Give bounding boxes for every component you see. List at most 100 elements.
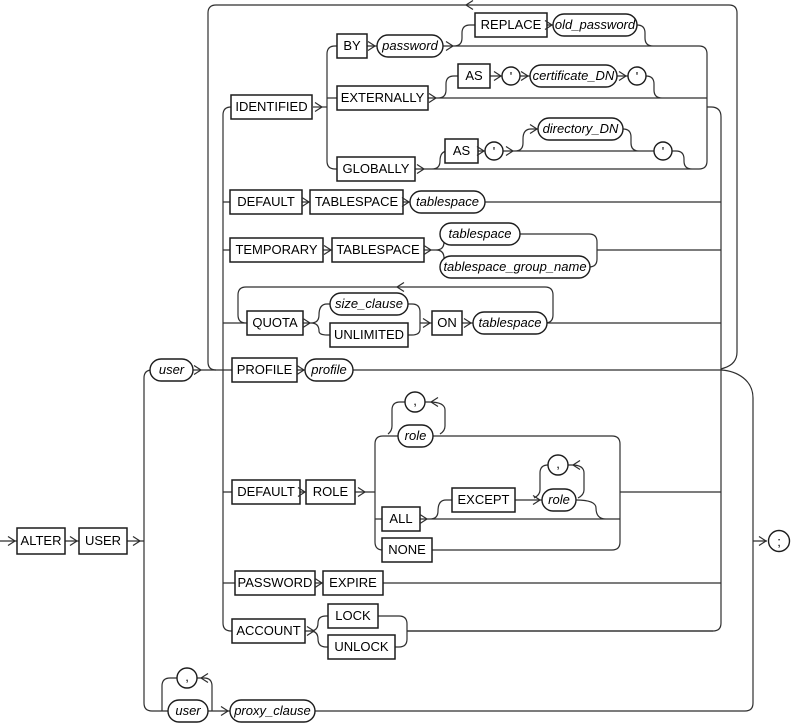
keyword-tablespace-default-box [309, 189, 404, 215]
keyword-lock-box [327, 603, 379, 629]
variable-size-clause: size_clause [329, 292, 409, 316]
keyword-password-box [234, 570, 316, 596]
keyword-except: EXCEPT [451, 487, 516, 513]
keyword-tablespace-default: TABLESPACE [309, 189, 404, 215]
variable-user-bottom-label: user [175, 703, 201, 718]
keyword-as-externally-box [457, 63, 491, 89]
variable-tablespace-group-name: tablespace_group_name [439, 255, 591, 279]
keyword-profile-box [231, 357, 298, 383]
arrow-left-icons [199, 0, 581, 684]
keyword-none-label: NONE [388, 542, 426, 557]
terminal-quote-externally-close-label: ' [636, 69, 638, 84]
keyword-quota: QUOTA [246, 310, 304, 336]
keyword-lock: LOCK [327, 603, 379, 629]
terminal-comma-user-loop-circle [176, 667, 198, 689]
keyword-none: NONE [381, 537, 433, 563]
keyword-role-box [305, 479, 356, 505]
exit-path [315, 369, 767, 712]
variable-tablespace-default: tablespace [409, 190, 486, 214]
arrow-right-icons [7, 19, 768, 717]
keyword-unlimited: UNLIMITED [329, 322, 409, 348]
keyword-externally-box [336, 85, 429, 111]
keyword-unlimited-label: UNLIMITED [334, 327, 404, 342]
keyword-user-label: USER [85, 533, 121, 548]
variable-tablespace-quota-label: tablespace [479, 315, 542, 330]
terminal-semicolon-circle [767, 529, 791, 553]
keyword-identified-label: IDENTIFIED [235, 99, 307, 114]
keyword-tablespace-default-label: TABLESPACE [315, 194, 399, 209]
variable-tablespace-group-name-label: tablespace_group_name [443, 259, 586, 274]
variable-profile: profile [304, 358, 354, 382]
terminal-comma-role-except-label: , [556, 456, 560, 471]
keyword-tablespace-temporary-label: TABLESPACE [336, 242, 420, 257]
keyword-by: BY [336, 33, 368, 59]
keyword-as-externally-label: AS [465, 68, 483, 83]
variable-directory-dn: directory_DN [537, 117, 624, 141]
keyword-tablespace-temporary-box [331, 237, 425, 263]
variable-tablespace-temporary: tablespace [439, 222, 521, 246]
variable-tablespace-quota: tablespace [472, 311, 548, 335]
nodes: ALTER USER IDENTIFIED BY REPLACE EXTERNA… [16, 12, 791, 723]
terminal-quote-externally-close-circle [627, 66, 647, 86]
keyword-except-box [451, 487, 516, 513]
keyword-on: ON [431, 310, 463, 336]
keyword-replace-box [474, 12, 548, 38]
identified-split-vertical [326, 45, 337, 170]
variable-role-except-label: role [548, 492, 570, 507]
bottom-user-loop [161, 677, 230, 712]
variable-role-except-oval [541, 488, 577, 512]
keyword-temporary-label: TEMPORARY [235, 242, 317, 257]
terminal-quote-externally-close: ' [627, 66, 647, 86]
by-row-lines [367, 24, 708, 170]
keyword-alter-box [16, 527, 66, 555]
terminal-comma-role-first-label: , [413, 393, 417, 408]
terminal-comma-role-except-circle [547, 454, 569, 476]
terminal-quote-globally-close-label: ' [662, 144, 664, 159]
terminal-semicolon: ; [767, 529, 791, 553]
variable-user-bottom: user [167, 699, 209, 723]
terminal-quote-globally-open-label: ' [493, 144, 495, 159]
variable-user-bottom-oval [167, 699, 209, 723]
keyword-on-label: ON [437, 315, 457, 330]
connector-lines [0, 4, 767, 712]
variable-proxy-clause: proxy_clause [229, 699, 316, 723]
variable-size-clause-label: size_clause [335, 296, 403, 311]
terminal-comma-role-first-circle [404, 391, 426, 413]
keyword-alter-label: ALTER [21, 533, 62, 548]
terminal-comma-role-except: , [547, 454, 569, 476]
role-comma-loops [387, 401, 585, 499]
keyword-default-tablespace-label: DEFAULT [237, 194, 295, 209]
variable-tablespace-default-label: tablespace [416, 194, 479, 209]
keyword-identified: IDENTIFIED [230, 94, 313, 120]
variable-user-top: user [149, 358, 194, 382]
terminal-quote-globally-open: ' [484, 141, 504, 161]
keyword-account-label: ACCOUNT [236, 623, 300, 638]
keyword-all-label: ALL [389, 511, 412, 526]
keyword-as-globally: AS [444, 138, 479, 164]
variable-old-password: old_password [552, 13, 638, 37]
keyword-except-label: EXCEPT [457, 492, 509, 507]
variable-tablespace-temporary-label: tablespace [449, 226, 512, 241]
variable-profile-label: profile [310, 362, 346, 377]
variable-tablespace-quota-oval [472, 311, 548, 335]
terminal-quote-globally-close-circle [653, 141, 673, 161]
keyword-quota-box [246, 310, 304, 336]
keyword-default-role: DEFAULT [231, 479, 301, 505]
keyword-by-label: BY [343, 38, 361, 53]
keyword-as-globally-box [444, 138, 479, 164]
keyword-role: ROLE [305, 479, 356, 505]
account-row-lines [305, 615, 713, 648]
keyword-unlock: UNLOCK [327, 634, 396, 660]
keyword-user: USER [78, 527, 128, 555]
keyword-default-role-label: DEFAULT [237, 484, 295, 499]
variable-password-label: password [381, 38, 438, 53]
keyword-as-externally: AS [457, 63, 491, 89]
keyword-default-tablespace-box [229, 189, 303, 215]
arrowheads [7, 0, 768, 717]
terminal-comma-user-loop: , [176, 667, 198, 689]
repeat-loop-outer [207, 4, 738, 371]
variable-role-first-label: role [405, 428, 427, 443]
keyword-externally-label: EXTERNALLY [341, 90, 425, 105]
